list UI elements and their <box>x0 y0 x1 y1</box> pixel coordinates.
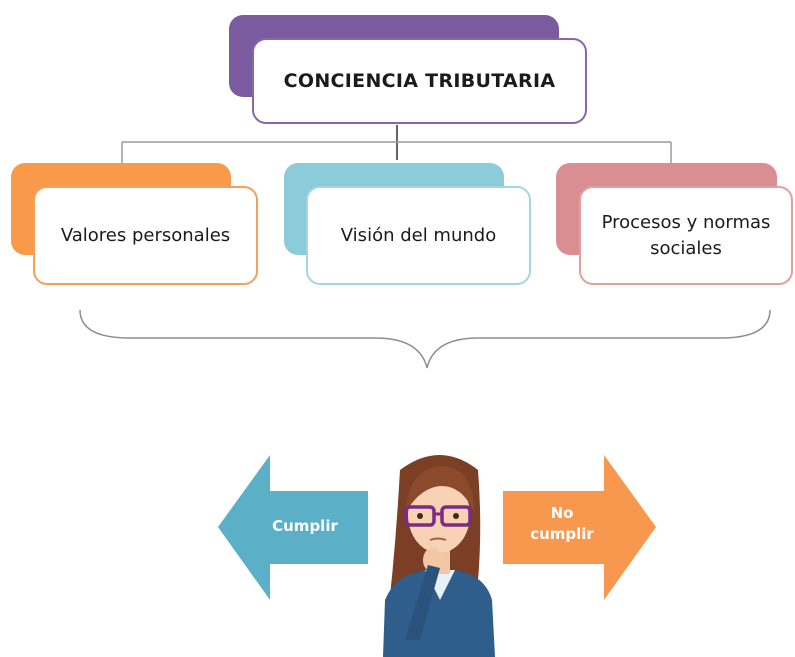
box-valores: Valores personales <box>33 186 258 285</box>
cumplir-label: Cumplir <box>272 517 338 535</box>
thinking-woman-illustration <box>383 455 495 657</box>
right-arrow <box>503 455 656 600</box>
no-cumplir-label: No cumplir <box>530 504 594 543</box>
left-arrow <box>218 455 368 600</box>
box-valores-label: Valores personales <box>60 224 231 246</box>
box-procesos-label: Procesos y normas sociales <box>601 211 771 259</box>
title-label: CONCIENCIA TRIBUTARIA <box>283 70 556 92</box>
box-vision-label: Visión del mundo <box>340 224 497 246</box>
box-procesos: Procesos y normas sociales <box>579 186 793 285</box>
curly-brace <box>79 309 771 369</box>
box-vision: Visión del mundo <box>306 186 531 285</box>
title-box: CONCIENCIA TRIBUTARIA <box>252 38 587 124</box>
